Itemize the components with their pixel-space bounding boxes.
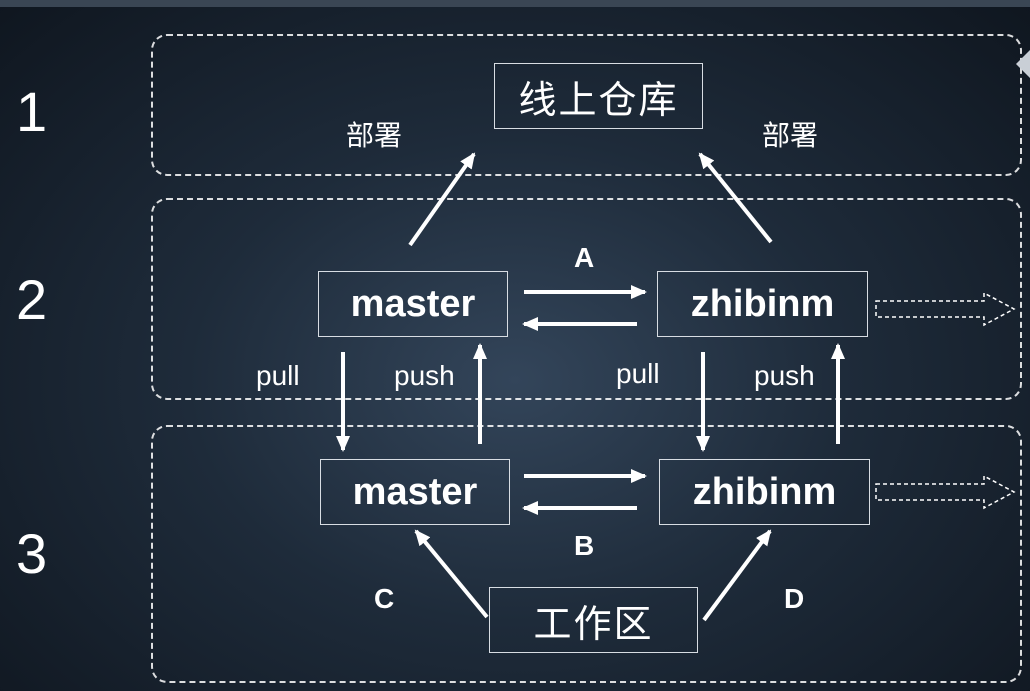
zone-remote-repo <box>151 34 1022 176</box>
corner-triangle-icon <box>1016 50 1030 78</box>
remote-master-box: master <box>318 271 508 337</box>
pull-label-left: pull <box>256 360 300 391</box>
top-bar <box>0 0 1030 7</box>
commit-arrow-c <box>414 529 489 619</box>
continuation-arrow-remote <box>875 291 1016 327</box>
commit-arrow-d <box>702 529 772 622</box>
deploy-arrow-right <box>698 152 773 244</box>
deploy-label-left: 部署 <box>346 119 403 152</box>
pull-label-right: pull <box>616 358 660 389</box>
push-label-right: push <box>754 360 815 391</box>
commit-label-c: C <box>374 583 395 614</box>
remote-zhibinm-box: zhibinm <box>657 271 868 337</box>
deploy-arrow-left <box>408 152 476 247</box>
zone-local-branches <box>151 425 1022 683</box>
commit-label-d: D <box>784 583 805 614</box>
continuation-arrow-local <box>875 474 1016 510</box>
layer-number-3: 3 <box>16 522 48 585</box>
local-master-box: master <box>320 459 510 525</box>
merge-label-a: A <box>574 242 595 273</box>
push-label-left: push <box>394 360 455 391</box>
zone-remote-branches <box>151 198 1022 400</box>
deploy-label-right: 部署 <box>762 119 819 152</box>
layer-number-1: 1 <box>16 80 48 143</box>
merge-label-b: B <box>574 530 595 561</box>
local-zhibinm-box: zhibinm <box>659 459 870 525</box>
workspace-box: 工作区 <box>489 587 698 653</box>
layer-number-2: 2 <box>16 268 48 331</box>
online-repo-box: 线上仓库 <box>494 63 703 129</box>
